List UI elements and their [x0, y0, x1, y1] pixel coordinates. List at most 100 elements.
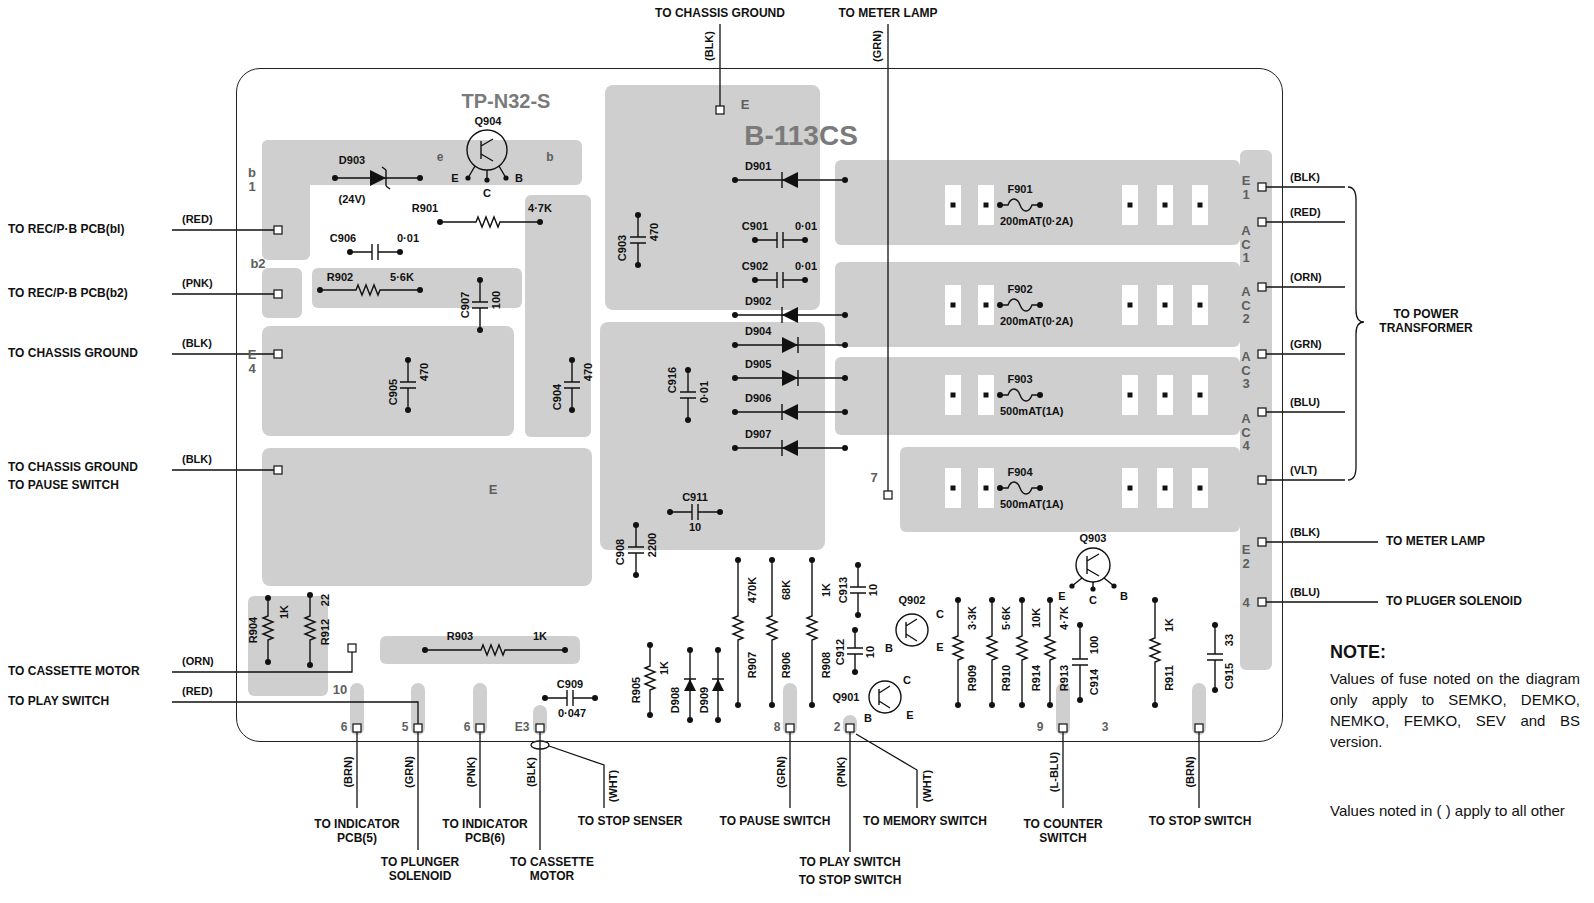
wire-label: (ORN) [182, 655, 214, 668]
wire-label: (PNK) [465, 757, 478, 788]
solder-point [842, 445, 848, 451]
part-label: 10 [689, 521, 701, 534]
fuse-symbol [1000, 199, 1040, 494]
part-label: C908 [614, 539, 627, 565]
solder-point [1111, 583, 1116, 588]
solder-point [347, 249, 353, 255]
wire-label: TO PAUSE SWITCH [8, 479, 119, 493]
fuse-holder-hole [951, 203, 956, 208]
copper-trace [262, 140, 310, 260]
solder-point [732, 375, 738, 381]
fuse-holder-hole [1198, 486, 1203, 491]
wire-label: TO STOP SWITCH [1149, 815, 1252, 829]
fuse-holder-hole [1163, 486, 1168, 491]
external-wire [357, 732, 1199, 852]
wire-label: TO CASSETTE MOTOR [8, 665, 140, 679]
copper-trace [262, 268, 302, 318]
part-label: 10 [864, 646, 877, 658]
terminal-pad [1258, 283, 1266, 291]
part-label: (24V) [339, 193, 366, 206]
resistor-symbol [440, 217, 540, 227]
part-label: C913 [837, 577, 850, 603]
wire-label: TO STOP SENSER [578, 815, 683, 829]
terminal-pad [1059, 724, 1067, 732]
fuse-holder-slot [1122, 468, 1138, 508]
solder-point [997, 392, 1003, 398]
wire-label: (BLK) [1290, 526, 1320, 539]
part-label: F904 [1007, 466, 1032, 479]
copper-trace [835, 262, 1240, 347]
solder-point [852, 627, 858, 633]
board-marking: 2 [834, 721, 841, 735]
solder-point [633, 572, 639, 578]
solder-point [842, 409, 848, 415]
solder-point [569, 357, 575, 363]
terminal-pad [1258, 350, 1266, 358]
part-label: 5·6K [1000, 606, 1013, 630]
part-label: 0·01 [698, 381, 711, 403]
wire-label: (BLU) [1290, 586, 1320, 599]
solder-point [477, 277, 483, 283]
fuse-holder-hole [984, 393, 989, 398]
part-label: D907 [745, 428, 771, 441]
wire-label: (PNK) [182, 277, 213, 290]
solder-point [685, 367, 691, 373]
terminal-pad [1258, 538, 1266, 546]
copper-trace [525, 195, 591, 437]
solder-point [809, 557, 815, 563]
wire-label: (GRN) [1290, 338, 1322, 351]
part-label: 3·3K [966, 606, 979, 630]
solder-point [537, 219, 543, 225]
solder-point [685, 417, 691, 423]
wire-label: (BRN) [1184, 756, 1197, 787]
part-label: 100 [490, 291, 503, 309]
copper-trace [262, 326, 514, 436]
part-label: 4·7K [1058, 606, 1071, 630]
solder-point [732, 177, 738, 183]
solder-point [732, 445, 738, 451]
capacitor-symbol [628, 525, 644, 575]
solder-point [417, 175, 423, 181]
terminal-pad [274, 350, 282, 358]
wire-label: (PNK) [835, 757, 848, 788]
board-marking: E1 [1240, 174, 1253, 201]
part-label: D904 [745, 325, 771, 338]
fuse-holder-hole [951, 486, 956, 491]
board-marking: 3 [1102, 721, 1109, 735]
wire-label: TO INDICATOR PCB(6) [440, 818, 530, 846]
solder-point [405, 407, 411, 413]
part-label: 470 [582, 363, 595, 381]
transistor-symbol [467, 130, 507, 170]
solder-point [855, 612, 861, 618]
part-label: 500mAT(1A) [1000, 498, 1063, 511]
fuse-holder-slot [1157, 185, 1173, 225]
note-text: Values of fuse noted on the diagram only… [1330, 668, 1580, 752]
bracket [1348, 187, 1364, 480]
wire-label: TO CASSETTE MOTOR [507, 856, 597, 884]
component-symbol [263, 130, 1223, 720]
copper-trace [600, 322, 825, 550]
board-marking: 8 [774, 721, 781, 735]
part-label: 0·01 [795, 260, 817, 273]
board-marking: AC3 [1240, 350, 1253, 391]
copper-trace [900, 447, 1240, 532]
solder-point [1152, 597, 1158, 603]
part-label: C906 [330, 232, 356, 245]
part-label: 68K [780, 580, 793, 600]
copper-trace [835, 357, 1240, 435]
fuse-holder-slot [1157, 375, 1173, 415]
diode-symbol [684, 650, 724, 720]
fuse-holder-slot [978, 468, 994, 508]
wire-label: (BLK) [182, 453, 212, 466]
fuse-holder-hole [1128, 486, 1133, 491]
capacitor-symbol [630, 215, 646, 265]
solder-point [802, 277, 808, 283]
solder-point [752, 237, 758, 243]
part-label: R901 [412, 202, 438, 215]
external-wire [531, 741, 549, 749]
part-label: R906 [780, 652, 793, 678]
wire-label: (WHT) [607, 770, 620, 802]
solder-point [1047, 597, 1053, 603]
fuse-holder-slot [1157, 468, 1173, 508]
part-label: R907 [746, 652, 759, 678]
